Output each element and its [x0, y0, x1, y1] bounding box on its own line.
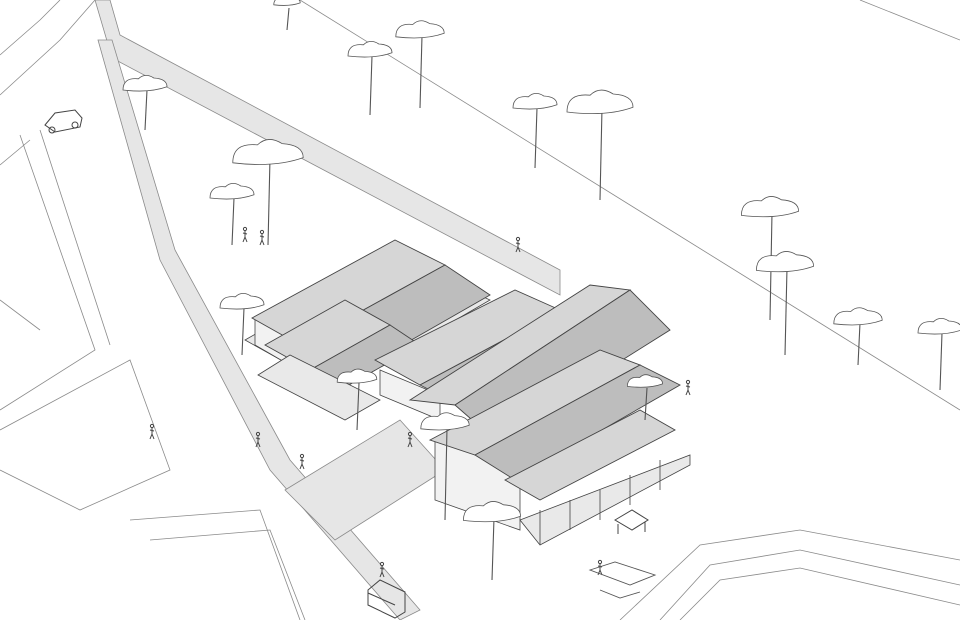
- bench-icon: [614, 509, 649, 534]
- umbrella-pine-tree-icon: [395, 20, 445, 109]
- umbrella-pine-tree-icon: [420, 412, 470, 521]
- site-structure: [588, 561, 657, 599]
- umbrella-pine-tree-icon: [219, 293, 265, 356]
- pedestrian-icon: [379, 561, 385, 578]
- van-icon: [367, 579, 406, 619]
- umbrella-pine-tree-icon: [566, 89, 634, 201]
- umbrella-pine-tree-icon: [833, 307, 883, 366]
- umbrella-pine-tree-icon: [232, 139, 304, 246]
- umbrella-pine-tree-icon: [462, 501, 522, 581]
- building-right-block: [408, 284, 691, 546]
- umbrella-pine-tree-icon: [917, 318, 960, 391]
- umbrella-pine-tree-icon: [512, 93, 558, 169]
- umbrella-pine-tree-icon: [273, 0, 301, 31]
- umbrella-pine-tree-icon: [122, 75, 168, 131]
- umbrella-pine-tree-icon: [336, 368, 378, 431]
- diagonal-walkway: [94, 0, 561, 620]
- pedestrian-icon: [255, 431, 261, 448]
- umbrella-pine-tree-icon: [626, 374, 664, 421]
- umbrella-pine-tree-icon: [347, 41, 393, 116]
- pedestrian-group: [149, 226, 691, 578]
- pedestrian-icon: [242, 226, 248, 243]
- pedestrian-icon: [299, 453, 305, 470]
- umbrella-pine-tree-icon: [755, 251, 815, 356]
- pedestrian-icon: [515, 236, 521, 253]
- umbrella-pine-tree-icon: [209, 183, 255, 246]
- pedestrian-icon: [407, 431, 413, 448]
- building-left-wing: [244, 239, 491, 421]
- tree-group: [122, 0, 960, 581]
- pedestrian-icon: [259, 229, 265, 246]
- umbrella-pine-tree-icon: [740, 196, 800, 321]
- car-icon: [44, 109, 83, 134]
- pedestrian-icon: [149, 423, 155, 440]
- pedestrian-icon: [685, 379, 691, 396]
